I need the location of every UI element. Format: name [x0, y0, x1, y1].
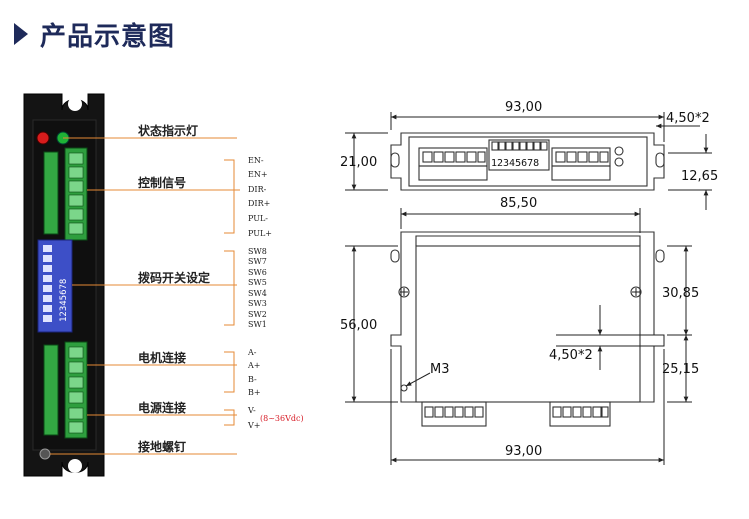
dim-front-height: 56,00	[340, 318, 377, 333]
page-title: 产品示意图	[40, 21, 176, 52]
top-view: 12345678	[390, 132, 665, 191]
motor-pin-label: A+	[247, 361, 260, 370]
dim-slot-offset: 12,65	[681, 169, 718, 184]
dim-slot: 4,50*2	[666, 111, 710, 126]
switch-label: SW3	[248, 299, 267, 308]
power-range: (8~36Vdc)	[260, 414, 304, 423]
pin-label: DIR+	[248, 199, 270, 208]
dim-top-height: 21,00	[340, 155, 377, 170]
driver-panel: 12345678	[23, 93, 105, 477]
title-bar: 产品示意图	[14, 14, 175, 54]
switch-label: SW4	[248, 289, 267, 298]
switch-label: SW1	[248, 320, 267, 329]
ground-screw-icon	[39, 448, 51, 460]
mounting-hole-bottom	[68, 459, 82, 473]
label-ground-screw: 接地螺钉	[138, 439, 186, 454]
pin-label: PUL+	[248, 229, 272, 238]
dim-bottom-width: 93,00	[505, 444, 542, 459]
top-dip-numbers: 12345678	[491, 158, 539, 169]
switch-label: SW8	[248, 247, 267, 256]
red-led-icon	[36, 131, 50, 145]
switch-label: SW5	[248, 278, 267, 287]
switch-label: SW6	[248, 268, 267, 277]
dip-numbers: 12345678	[59, 279, 69, 322]
m3-screw-icon	[400, 384, 408, 392]
dim-lower: 25,15	[662, 362, 699, 377]
pin-label: PUL-	[248, 214, 268, 223]
power-pin-label: V+	[247, 421, 260, 430]
label-control-signal: 控制信号	[138, 175, 186, 190]
switch-label: SW2	[248, 310, 267, 319]
leader-lines	[50, 137, 240, 455]
dim-hole: 4,50*2	[549, 348, 593, 363]
power-pin-label: V-	[247, 406, 256, 415]
dim-top-width: 93,00	[505, 100, 542, 115]
motor-pin-label: A-	[247, 348, 257, 357]
mounting-hole-top	[68, 97, 82, 111]
pin-label: EN-	[248, 156, 264, 165]
dim-upper: 30,85	[662, 286, 699, 301]
motor-pin-label: B+	[248, 388, 261, 397]
screw-label-m3: M3	[430, 362, 450, 377]
play-arrow-icon	[14, 23, 28, 45]
pin-label: EN+	[248, 170, 268, 179]
label-dip-switch: 拨码开关设定	[138, 270, 210, 285]
label-power-connection: 电源连接	[138, 400, 186, 415]
motor-pin-label: B-	[248, 375, 257, 384]
front-view	[390, 231, 665, 427]
label-motor-connection: 电机连接	[138, 350, 186, 365]
switch-label: SW7	[248, 257, 267, 266]
dim-inner-width: 85,50	[500, 196, 537, 211]
label-status-lights: 状态指示灯	[138, 123, 198, 138]
pin-label: DIR-	[248, 185, 267, 194]
